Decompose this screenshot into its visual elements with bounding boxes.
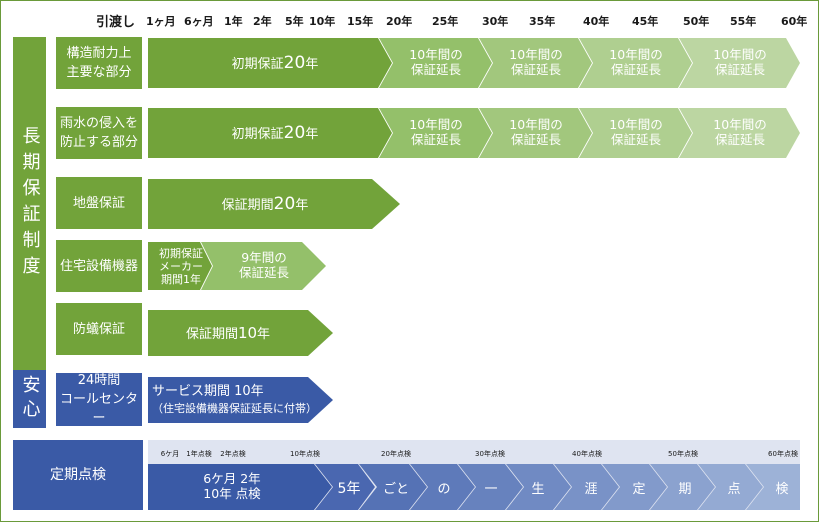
tick-label: 45年	[632, 15, 659, 28]
row-label-structure: 構造耐力上 主要な部分	[56, 37, 142, 89]
arrow-ground-warranty-label: 保証期間20年	[222, 194, 309, 214]
anshin-title: 安心	[19, 375, 41, 423]
arrow-extension-4-label: 10年間の保証延長	[713, 47, 766, 77]
row-label-rainwater: 雨水の侵入を 防止する部分	[56, 107, 142, 159]
tick-label: 2年	[253, 15, 272, 28]
inspection-tick: 1年点検	[186, 449, 211, 458]
chevron-gai	[554, 464, 619, 510]
arrow-equipment-initial-label: 初期保証メーカー期間1年	[159, 246, 203, 286]
inspection-tick: 30年点検	[475, 449, 505, 458]
chevron-issho-label: 一	[484, 482, 497, 497]
row-label-callcenter: 24時間 コールセンター	[56, 373, 142, 426]
tick-label: 6ヶ月	[184, 15, 214, 28]
tick-label: 1年	[224, 15, 243, 28]
arrow-extension-1-label: 10年間の保証延長	[409, 47, 462, 77]
row-termite-arrows: 保証期間10年	[148, 310, 333, 356]
arrow-initial-warranty-label: 初期保証20年	[232, 53, 319, 73]
chevron-ki	[650, 464, 715, 510]
arrow-ground-warranty	[148, 179, 400, 229]
arrow-initial-warranty-label: 初期保証20年	[232, 123, 319, 143]
arrow-callcenter-service-note: （住宅設備機器保証延長に付帯）	[152, 401, 317, 415]
row-rainwater-arrows: 初期保証20年 10年間の保証延長 10年間の保証延長 10年間の保証延長 10…	[148, 108, 800, 158]
arrow-extension-3-label: 10年間の保証延長	[609, 47, 662, 77]
row-label-termite: 防蟻保証	[56, 303, 142, 355]
long-term-title-box: 長期保証制度	[13, 37, 46, 370]
tick-label: 20年	[386, 15, 413, 28]
arrow-extension-1	[379, 108, 492, 158]
arrow-termite-warranty	[148, 310, 333, 356]
tick-label: 60年	[781, 15, 808, 28]
arrow-extension-2-label: 10年間の保証延長	[509, 117, 562, 147]
chevron-issho	[458, 464, 523, 510]
tick-label: 引渡し	[96, 15, 136, 30]
tick-label: 1ヶ月	[146, 15, 176, 28]
tick-label: 15年	[347, 15, 374, 28]
chevron-ken	[746, 464, 800, 510]
tick-label: 40年	[583, 15, 610, 28]
row-ground-arrows: 保証期間20年	[148, 179, 400, 229]
chevron-tei-label: 定	[632, 482, 645, 497]
arrow-extension-4-label: 10年間の保証延長	[713, 117, 766, 147]
chevron-goto	[359, 464, 427, 510]
tick-label: 35年	[529, 15, 556, 28]
arrow-equipment-initial	[148, 242, 212, 290]
tick-label: 10年	[309, 15, 336, 28]
arrow-extension-4	[679, 38, 800, 88]
arrow-callcenter-service-label: サービス期間 10年	[152, 384, 264, 399]
arrow-termite-warranty-label: 保証期間10年	[186, 324, 270, 342]
arrow-extension-2	[479, 108, 592, 158]
arrow-extension-1-label: 10年間の保証延長	[409, 117, 462, 147]
arrow-equipment-extension-label: 9年間の保証延長	[239, 250, 290, 280]
inspection-tick: 40年点検	[572, 449, 602, 458]
row-equipment-arrows: 初期保証メーカー期間1年 9年間の保証延長	[148, 242, 326, 290]
chevron-tei	[602, 464, 667, 510]
arrow-equipment-extension	[201, 242, 326, 290]
arrow-extension-3	[579, 38, 692, 88]
inspection-tick: 20年点検	[381, 449, 411, 458]
row-label-equipment: 住宅設備機器	[56, 240, 142, 292]
arrow-extension-1	[379, 38, 492, 88]
arrow-initial-warranty	[148, 108, 392, 158]
chevron-gai-label: 涯	[584, 482, 597, 497]
chevron-ken-label: 検	[775, 482, 788, 497]
tick-label: 5年	[285, 15, 304, 28]
inspection-tick: 10年点検	[290, 449, 320, 458]
arrow-inspection-initial	[148, 464, 332, 510]
arrow-callcenter-service	[148, 377, 333, 423]
arrow-initial-warranty	[148, 38, 392, 88]
row-structure-arrows: 初期保証20年 10年間の保証延長 10年間の保証延長 10年間の保証延長 10…	[148, 38, 800, 88]
arrow-extension-4	[679, 108, 800, 158]
chevron-no	[410, 464, 475, 510]
anshin-title-box: 安心	[13, 370, 46, 428]
arrow-extension-2-label: 10年間の保証延長	[509, 47, 562, 77]
chevron-ten-label: 点	[727, 482, 740, 497]
inspection-tick: 50年点検	[668, 449, 698, 458]
inspection-tick: 2年点検	[220, 449, 245, 458]
tick-label: 25年	[432, 15, 459, 28]
chevron-sei-label: 生	[531, 482, 544, 497]
inspection-tick: 60年点検	[768, 449, 798, 458]
chevron-ten	[698, 464, 763, 510]
chevron-5nen-label: 5年	[338, 481, 361, 497]
chevron-no-label: の	[437, 482, 450, 497]
chevron-goto-label: ごと	[383, 481, 409, 497]
chevron-sei	[506, 464, 571, 510]
inspection-title: 定期点検	[13, 440, 143, 510]
tick-label: 55年	[730, 15, 757, 28]
long-term-title: 長期保証制度	[19, 125, 41, 282]
arrow-extension-2	[479, 38, 592, 88]
row-callcenter-arrows: サービス期間 10年 （住宅設備機器保証延長に付帯）	[148, 377, 333, 423]
tick-label: 50年	[683, 15, 710, 28]
chevron-ki-label: 期	[678, 482, 691, 497]
inspection-band: 6ケ月 1年点検 2年点検 10年点検 20年点検 30年点検 40年点検 50…	[148, 440, 800, 510]
chevron-5nen	[315, 464, 375, 510]
inspection-tick: 6ケ月	[161, 450, 179, 458]
tick-label: 30年	[482, 15, 509, 28]
row-label-ground: 地盤保証	[56, 177, 142, 229]
arrow-extension-3	[579, 108, 692, 158]
arrow-extension-3-label: 10年間の保証延長	[609, 117, 662, 147]
